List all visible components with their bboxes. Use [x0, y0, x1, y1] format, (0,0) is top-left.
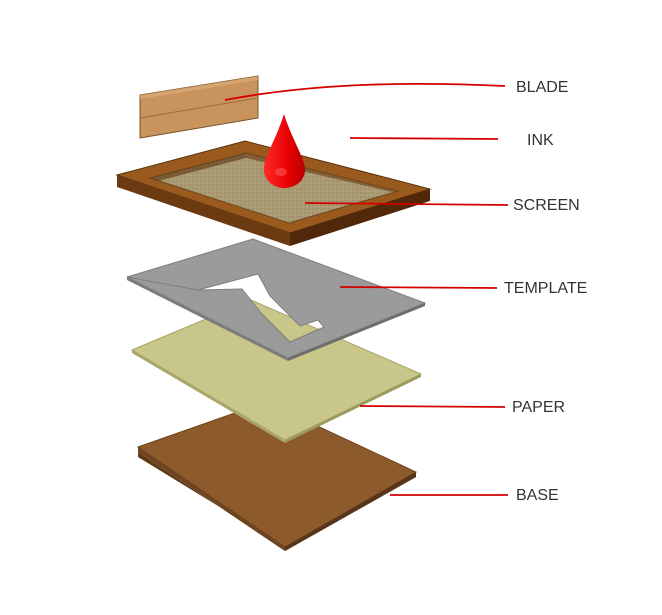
- label-template: TEMPLATE: [504, 280, 587, 297]
- leader-ink: [349, 137, 499, 140]
- label-ink: INK: [527, 132, 554, 149]
- leader-blade: [224, 82, 506, 101]
- leader-paper: [359, 405, 506, 408]
- base-layer: [136, 401, 418, 551]
- labels: BLADE INK SCREEN TEMPLATE PAPER BASE: [504, 79, 587, 504]
- label-blade: BLADE: [516, 79, 568, 96]
- label-paper: PAPER: [512, 399, 565, 416]
- screen-layer: [115, 140, 432, 246]
- label-base: BASE: [516, 487, 559, 504]
- blade: [139, 75, 259, 139]
- template-layer: [126, 238, 427, 361]
- label-screen: SCREEN: [513, 197, 580, 214]
- leader-screen: [304, 202, 509, 206]
- ink-drop: [263, 114, 306, 188]
- leader-lines: [224, 82, 509, 496]
- leader-template: [339, 286, 498, 289]
